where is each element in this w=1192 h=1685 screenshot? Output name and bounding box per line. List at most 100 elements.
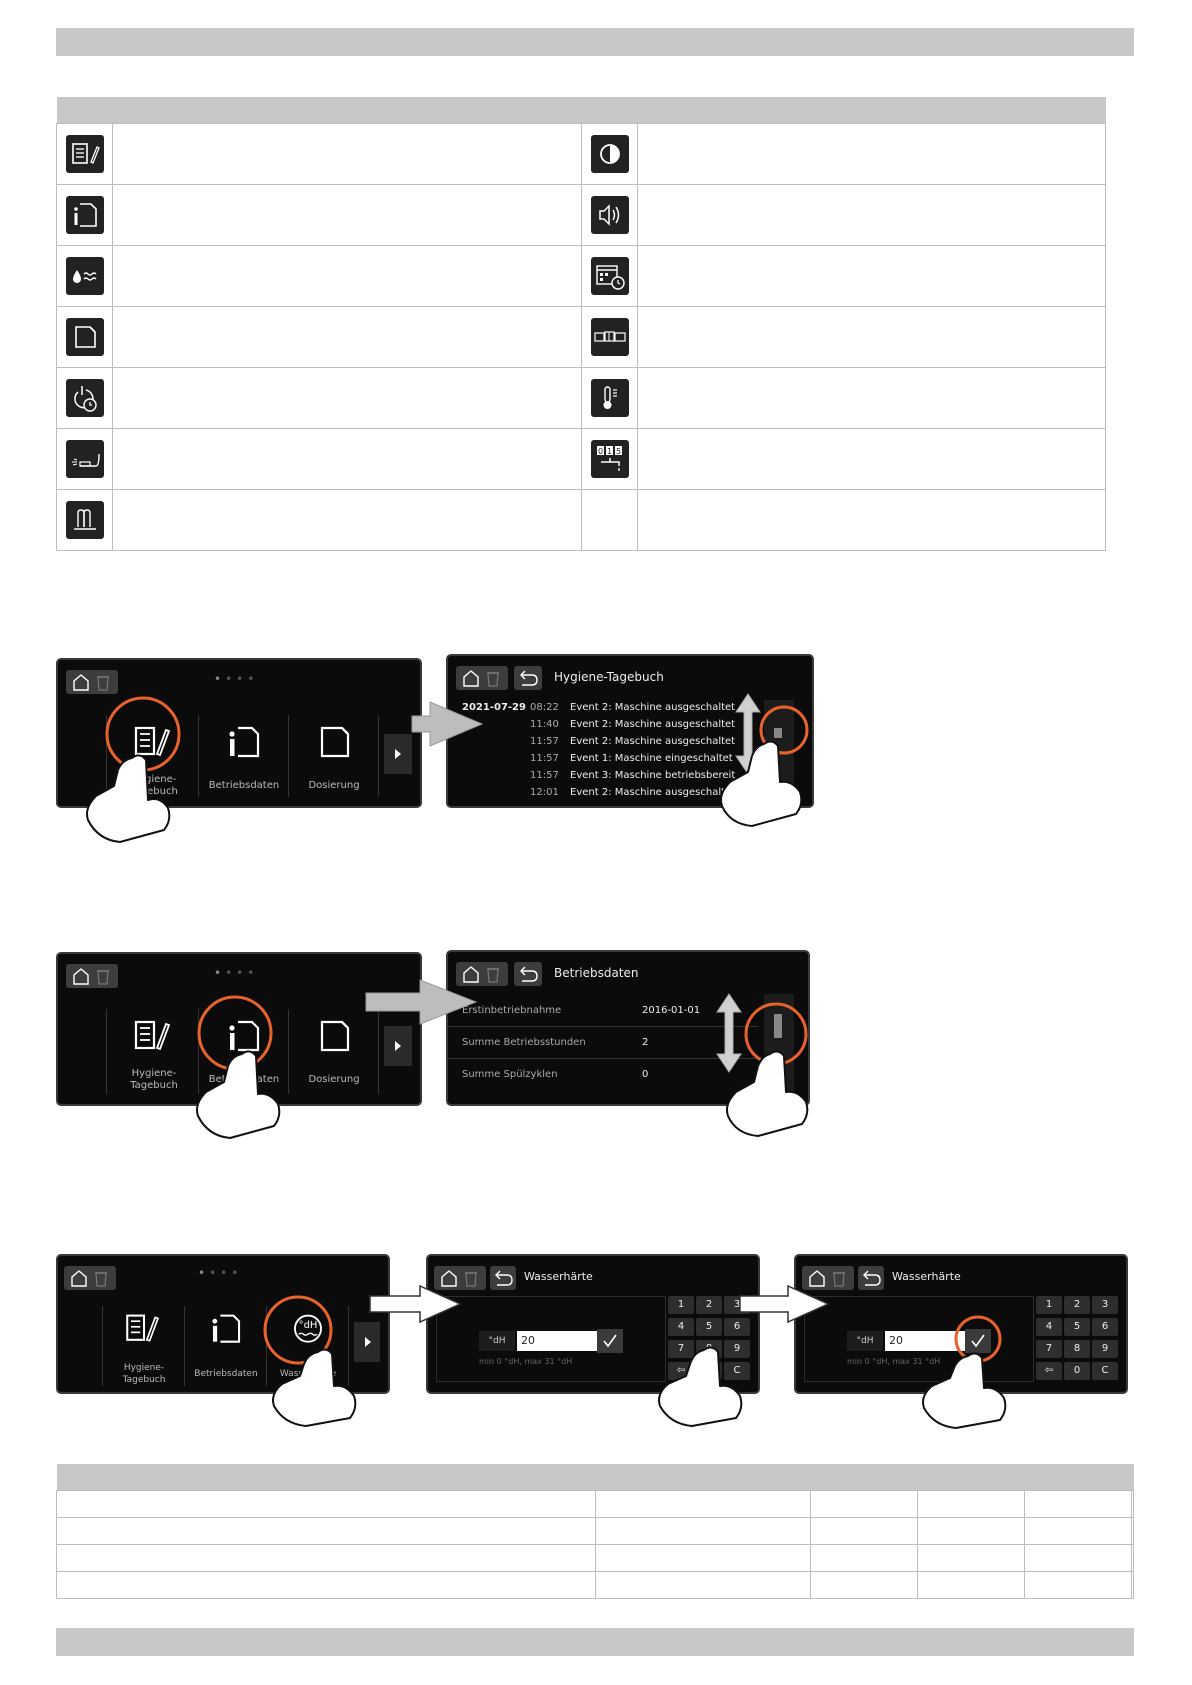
hygiene-diary-icon: [134, 726, 171, 757]
home-button[interactable]: [66, 964, 118, 988]
icon-table-row: [56, 306, 1106, 368]
tile-label: Betriebsdaten: [208, 780, 280, 791]
back-button[interactable]: [858, 1266, 884, 1290]
key-7[interactable]: 7: [1036, 1340, 1062, 1358]
key-2[interactable]: 2: [696, 1296, 722, 1314]
water-hardness-screen: Wasserhärte °dH 20 min 0 °dH, max 31 °dH…: [426, 1254, 760, 1394]
key-4[interactable]: 4: [668, 1318, 694, 1336]
key-8[interactable]: 8: [696, 1340, 722, 1358]
key-6[interactable]: 6: [724, 1318, 750, 1336]
next-page-button[interactable]: [354, 1322, 380, 1362]
tile-water-hardness[interactable]: °dH Wasserhärte: [268, 1308, 348, 1390]
next-page-button[interactable]: [384, 1026, 412, 1066]
timer-power-icon: [65, 379, 104, 417]
screen-title: Wasserhärte: [524, 1270, 593, 1283]
svg-text:5: 5: [615, 447, 620, 456]
back-button[interactable]: [514, 962, 542, 986]
tile-label: Betriebsdaten: [208, 1074, 280, 1085]
key-7[interactable]: 7: [668, 1340, 694, 1358]
tile-hygiene-diary[interactable]: Hygiene- Tagebuch: [104, 1308, 184, 1390]
tile-label: Dosierung: [308, 780, 360, 791]
checkmark-icon: [971, 1334, 985, 1348]
tile-operating-data[interactable]: Betriebsdaten: [200, 1012, 288, 1100]
key-9[interactable]: 9: [724, 1340, 750, 1358]
icon-table-header-right: [581, 97, 1106, 124]
back-button[interactable]: [490, 1266, 516, 1290]
home-button[interactable]: [434, 1266, 486, 1290]
key-8[interactable]: 8: [1064, 1340, 1090, 1358]
home-button[interactable]: [456, 962, 508, 986]
key-3[interactable]: 3: [724, 1296, 750, 1314]
hygiene-diary-icon: [65, 135, 104, 173]
language-flags-icon: [590, 318, 629, 356]
key-clear[interactable]: C: [724, 1362, 750, 1380]
water-hardness-input[interactable]: 20: [517, 1331, 597, 1351]
volume-icon: [590, 196, 629, 234]
canister-icon: [65, 318, 104, 356]
tile-hygiene-diary[interactable]: Hygiene- Tagebuch: [110, 1012, 198, 1100]
tile-label: Betriebsdaten: [194, 1369, 258, 1379]
home-button[interactable]: [802, 1266, 854, 1290]
key-1[interactable]: 1: [1036, 1296, 1062, 1314]
confirm-button[interactable]: [597, 1329, 623, 1353]
water-hardness-icon: [65, 257, 104, 295]
key-5[interactable]: 5: [1064, 1318, 1090, 1336]
icon-table-row: [56, 245, 1106, 307]
back-button[interactable]: [514, 666, 542, 690]
key-0[interactable]: 0: [696, 1362, 722, 1380]
tile-operating-data[interactable]: Betriebsdaten: [200, 718, 288, 800]
scrollbar[interactable]: [764, 700, 794, 802]
key-4[interactable]: 4: [1036, 1318, 1062, 1336]
key-backspace[interactable]: ⇦: [1036, 1362, 1062, 1380]
key-9[interactable]: 9: [1092, 1340, 1118, 1358]
info-icon: [65, 196, 104, 234]
key-3[interactable]: 3: [1092, 1296, 1118, 1314]
tile-label: Hygiene- Tagebuch: [130, 1068, 178, 1091]
home-button[interactable]: [64, 1266, 116, 1290]
scrollbar[interactable]: [764, 994, 794, 1098]
page-header-bar: [56, 28, 1134, 56]
svg-text:1: 1: [606, 447, 611, 456]
svg-text:0: 0: [597, 447, 602, 456]
page-footer-bar: [56, 1628, 1134, 1656]
icon-table-row: [56, 367, 1106, 429]
keypad: 1 2 3 4 5 6 7 8 9 ⇦ 0 C: [1034, 1296, 1122, 1386]
keypad: 1 2 3 4 5 6 7 8 9 ⇦ 0 C: [666, 1296, 754, 1386]
water-hardness-input[interactable]: 20: [885, 1331, 965, 1351]
data-list[interactable]: Erstinbetriebnahme 2016-01-01 Summe Betr…: [448, 994, 758, 1100]
next-page-button[interactable]: [384, 734, 412, 774]
bottom-table: [56, 1464, 1135, 1599]
checkmark-icon: [603, 1334, 617, 1348]
thermometer-icon: [590, 379, 629, 417]
icon-table-header: [56, 97, 1106, 124]
tile-operating-data[interactable]: Betriebsdaten: [186, 1308, 266, 1390]
tile-hygiene-diary[interactable]: Hygiene- Tagebuch: [110, 718, 198, 800]
confirm-button[interactable]: [965, 1329, 991, 1353]
tile-dosing[interactable]: Dosierung: [290, 718, 378, 800]
key-backspace[interactable]: ⇦: [668, 1362, 694, 1380]
key-2[interactable]: 2: [1064, 1296, 1090, 1314]
key-5[interactable]: 5: [696, 1318, 722, 1336]
input-panel: °dH 20 min 0 °dH, max 31 °dH: [804, 1296, 1034, 1382]
key-clear[interactable]: C: [1092, 1362, 1118, 1380]
info-icon: [212, 1314, 241, 1343]
hygiene-diary-icon: [134, 1020, 171, 1051]
key-0[interactable]: 0: [1064, 1362, 1090, 1380]
home-button[interactable]: [66, 670, 118, 694]
water-hardness-screen: Wasserhärte °dH 20 min 0 °dH, max 31 °dH…: [794, 1254, 1128, 1394]
main-menu-screen: •••• Hygiene- Tagebuch Betriebsdaten °dH…: [56, 1254, 390, 1394]
table-row: [56, 1544, 1135, 1572]
table-row: [56, 1490, 1135, 1518]
log-list[interactable]: 08:22 Event 2: Maschine ausgeschaltet 11…: [530, 702, 736, 798]
key-1[interactable]: 1: [668, 1296, 694, 1314]
unit-label: °dH: [847, 1331, 883, 1351]
home-button[interactable]: [456, 666, 508, 690]
tile-label: Hygiene- Tagebuch: [130, 774, 178, 797]
info-icon: [229, 1020, 260, 1052]
tile-dosing[interactable]: Dosierung: [290, 1012, 378, 1100]
key-6[interactable]: 6: [1092, 1318, 1118, 1336]
table-row: [56, 1517, 1135, 1545]
canister-icon: [320, 1020, 350, 1052]
hygiene-diary-icon: [126, 1314, 160, 1342]
